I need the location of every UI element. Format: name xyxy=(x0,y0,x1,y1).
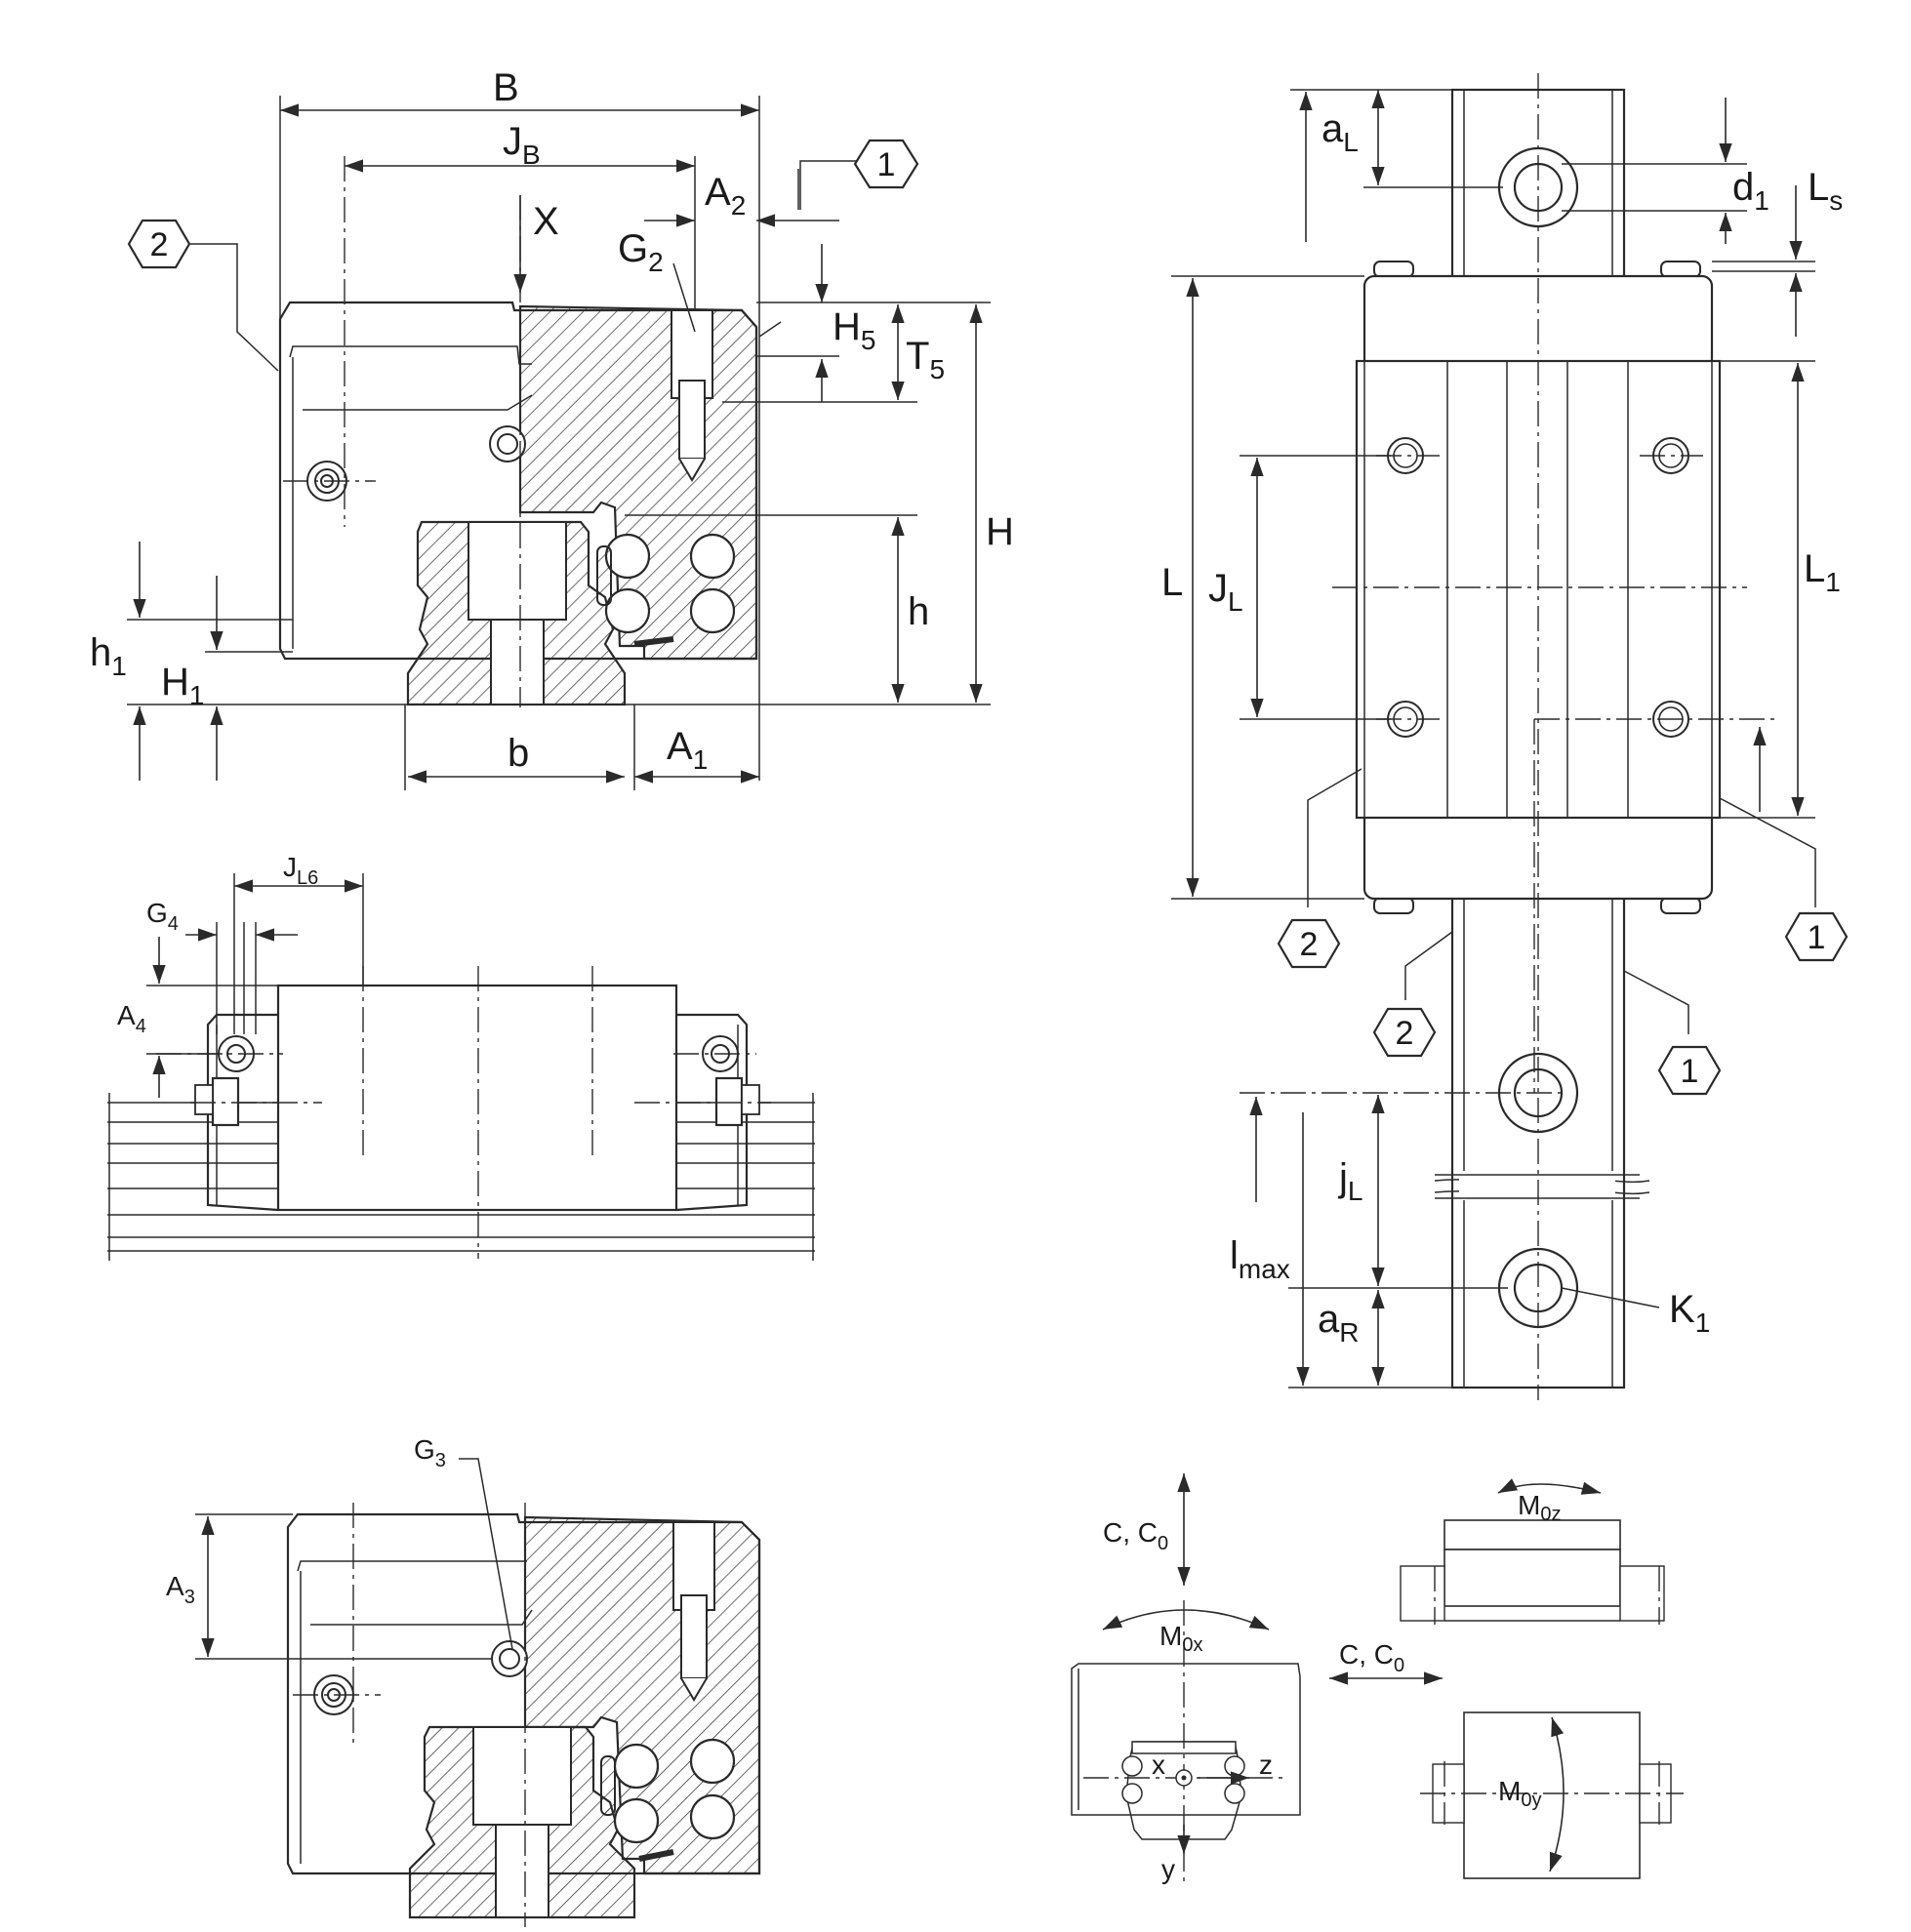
load-diagram-labels: C, C0 C, C0 M0x M0z M0y x y z xyxy=(1103,1490,1561,1884)
lube-section-view xyxy=(195,1458,761,1927)
label-m0z: M0z xyxy=(1518,1490,1561,1525)
dim-label-aL: aL xyxy=(1321,107,1359,157)
dim-label-L1: L1 xyxy=(1804,547,1841,597)
svg-text:2: 2 xyxy=(150,226,169,263)
dim-label-JB: JB xyxy=(503,120,541,170)
svg-text:2: 2 xyxy=(1396,1015,1414,1052)
label-axis-z: z xyxy=(1259,1750,1273,1780)
dim-label-G4: G4 xyxy=(146,898,179,935)
label-axis-x: x xyxy=(1152,1750,1165,1780)
dim-label-H: H xyxy=(986,510,1014,553)
top-view xyxy=(1171,73,1816,1400)
dim-label-Ls: Ls xyxy=(1808,166,1843,216)
dim-label-JL: JL xyxy=(1208,567,1243,617)
side-dimension-labels: JL6 G4 A4 xyxy=(117,852,318,1037)
lube-dimension-labels: G3 A3 xyxy=(166,1434,446,1608)
dim-label-b: b xyxy=(508,732,529,775)
svg-text:1: 1 xyxy=(1681,1053,1699,1090)
dim-label-lmax: lmax xyxy=(1230,1234,1290,1284)
dim-label-G2: G2 xyxy=(618,227,664,277)
callout-1-rail: 1 xyxy=(1657,1045,1722,1096)
dim-label-h: h xyxy=(908,590,929,633)
callout-2-rail: 2 xyxy=(1372,1007,1437,1058)
svg-text:1: 1 xyxy=(1808,919,1826,956)
label-m0x: M0x xyxy=(1159,1621,1202,1656)
load-diagram xyxy=(1071,1473,1684,1883)
callout-1-front: 1 xyxy=(853,139,919,189)
svg-text:1: 1 xyxy=(877,146,896,183)
dim-label-A1: A1 xyxy=(667,725,708,775)
dim-label-B: B xyxy=(493,66,519,109)
dim-label-H1: H1 xyxy=(161,661,204,710)
label-axis-y: y xyxy=(1161,1854,1175,1884)
label-c-c0-vertical: C, C0 xyxy=(1103,1517,1168,1554)
dim-label-X: X xyxy=(533,200,559,243)
front-section-view xyxy=(127,96,991,790)
side-view xyxy=(107,873,815,1261)
dim-label-G3: G3 xyxy=(414,1434,446,1471)
svg-text:2: 2 xyxy=(1300,926,1319,963)
top-callouts: 2 1 2 1 xyxy=(1277,911,1849,1096)
dim-label-aR: aR xyxy=(1318,1298,1359,1348)
dim-label-T5: T5 xyxy=(906,335,945,384)
callout-2-carriage: 2 xyxy=(1277,918,1341,969)
dim-label-h1: h1 xyxy=(90,631,127,681)
dim-label-A3: A3 xyxy=(166,1571,195,1608)
dim-label-A4: A4 xyxy=(117,1000,146,1037)
top-dimension-labels: aL d1 Ls L JL L1 jL lmax aR K1 xyxy=(1161,107,1843,1348)
dim-label-jL: jL xyxy=(1338,1156,1362,1206)
callout-2-front: 2 xyxy=(127,219,191,269)
dim-label-K1: K1 xyxy=(1669,1288,1710,1338)
label-c-c0-horizontal: C, C0 xyxy=(1339,1639,1404,1676)
dim-label-L: L xyxy=(1161,561,1183,604)
dim-label-d1: d1 xyxy=(1732,166,1769,216)
front-dimension-labels: B JB A2 X G2 H5 T5 H h h1 H1 b A1 xyxy=(90,66,1014,775)
dim-label-A2: A2 xyxy=(705,171,746,221)
dim-label-H5: H5 xyxy=(833,305,875,355)
callout-1-carriage: 1 xyxy=(1784,911,1849,962)
dim-label-JL6: JL6 xyxy=(283,852,318,889)
label-m0y: M0y xyxy=(1498,1776,1541,1811)
